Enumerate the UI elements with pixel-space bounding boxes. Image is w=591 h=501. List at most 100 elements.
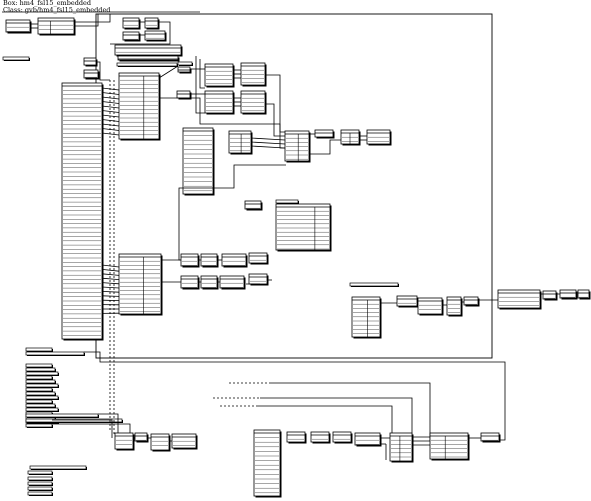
wire xyxy=(101,295,120,297)
wire xyxy=(265,103,286,137)
block xyxy=(253,429,281,497)
block xyxy=(61,82,103,340)
wire xyxy=(199,59,205,89)
wire xyxy=(159,97,285,149)
wire xyxy=(101,273,120,276)
wire xyxy=(84,351,506,441)
block xyxy=(83,57,97,66)
label-bar xyxy=(25,379,56,384)
label-bar xyxy=(25,347,53,352)
label-bar xyxy=(25,387,53,392)
wire xyxy=(250,141,286,145)
label-bar xyxy=(25,407,59,412)
label-bar xyxy=(25,375,53,380)
block xyxy=(389,432,413,462)
block xyxy=(559,289,577,299)
block xyxy=(446,296,462,316)
block xyxy=(351,296,381,338)
wire xyxy=(260,397,413,441)
wire xyxy=(250,137,286,141)
wire xyxy=(101,269,120,272)
block xyxy=(221,253,247,267)
wire xyxy=(101,123,120,127)
label-bar xyxy=(25,351,85,356)
block xyxy=(144,30,166,41)
block xyxy=(396,295,418,307)
wire xyxy=(96,61,110,81)
wire xyxy=(74,14,111,23)
wire xyxy=(101,128,120,131)
block xyxy=(83,69,99,79)
block xyxy=(180,253,199,267)
block xyxy=(248,273,268,285)
label-bar xyxy=(29,465,87,470)
block xyxy=(114,432,134,450)
label-bar xyxy=(349,282,399,287)
block xyxy=(122,31,140,41)
block xyxy=(134,432,148,442)
label-bar xyxy=(25,391,56,396)
wire xyxy=(270,382,431,441)
wire xyxy=(110,21,171,45)
block xyxy=(310,431,330,443)
wire xyxy=(52,419,113,438)
label-bar xyxy=(25,371,59,376)
block xyxy=(118,72,160,140)
block xyxy=(244,200,262,210)
label-bar xyxy=(25,403,56,408)
wire xyxy=(74,14,99,27)
wire xyxy=(101,286,120,289)
block xyxy=(542,290,557,300)
label-bar xyxy=(25,413,99,418)
wire xyxy=(101,264,120,268)
wire xyxy=(265,74,286,133)
wire xyxy=(101,96,120,100)
block xyxy=(114,44,182,56)
block xyxy=(480,432,500,442)
wire xyxy=(101,101,120,104)
block xyxy=(118,253,162,315)
block xyxy=(117,55,179,61)
block xyxy=(150,433,170,451)
wire xyxy=(98,413,119,438)
label-bar xyxy=(25,363,53,368)
block xyxy=(5,19,31,33)
wire xyxy=(101,92,120,95)
label-bar xyxy=(25,399,53,404)
label-bar xyxy=(25,418,123,423)
block xyxy=(200,253,218,267)
wire xyxy=(101,277,120,280)
block xyxy=(429,432,469,460)
label-bar xyxy=(27,476,53,481)
block xyxy=(284,130,310,162)
label-bar xyxy=(27,470,53,475)
label-bar xyxy=(25,395,59,400)
block xyxy=(122,17,140,29)
block xyxy=(275,203,331,251)
block xyxy=(366,129,391,145)
block xyxy=(171,433,197,449)
wire xyxy=(101,114,120,118)
wire xyxy=(250,145,286,149)
wire xyxy=(101,87,120,91)
label-bar xyxy=(25,423,53,428)
label-bar xyxy=(27,486,53,491)
block xyxy=(354,432,381,446)
wire xyxy=(101,282,120,285)
block xyxy=(176,90,191,99)
wire xyxy=(101,291,120,293)
wire xyxy=(101,132,120,136)
block xyxy=(286,431,306,443)
block xyxy=(417,297,443,315)
block xyxy=(219,275,245,289)
label-bar xyxy=(27,491,53,496)
block xyxy=(248,252,268,264)
class-title: Class: gvb/hm4_fsl15_embedded xyxy=(3,6,111,14)
wire xyxy=(101,110,120,113)
label-bar xyxy=(2,56,30,61)
block xyxy=(332,431,352,443)
block xyxy=(182,127,214,195)
wire xyxy=(309,139,341,155)
label-bar xyxy=(116,62,178,67)
